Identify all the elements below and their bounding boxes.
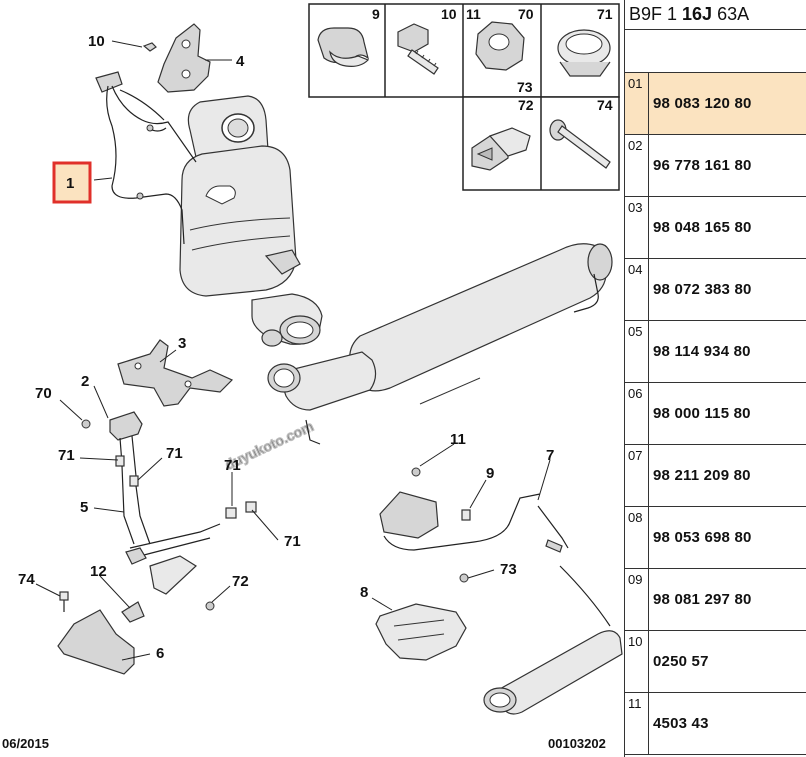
part-reference: 0250 57: [653, 653, 709, 670]
part-reference: 96 778 161 80: [653, 157, 752, 174]
callout-8[interactable]: 8: [360, 584, 368, 601]
inset-label-70: 70: [518, 6, 534, 22]
row-index: 05: [625, 321, 649, 382]
stud-icon: [549, 119, 611, 169]
part-reference: 98 114 934 80: [653, 343, 751, 360]
callout-73[interactable]: 73: [500, 561, 517, 578]
bolt-10-small: [142, 42, 157, 52]
panel-spacer: [625, 30, 806, 73]
selected-callout-1[interactable]: 1: [52, 161, 92, 204]
header-suffix: 63A: [712, 4, 750, 24]
callout-11[interactable]: 11: [450, 431, 466, 448]
particle-filter-assembly: [179, 95, 323, 347]
inset-label-71: 71: [597, 6, 613, 22]
callout-9[interactable]: 9: [486, 465, 494, 482]
callout-10[interactable]: 10: [88, 33, 105, 50]
row-index: 08: [625, 507, 649, 568]
header-prefix: B9F 1: [629, 4, 683, 24]
inset-label-74: 74: [597, 97, 613, 113]
part-reference: 98 048 165 80: [653, 219, 752, 236]
clip-icon: [317, 27, 370, 67]
exploded-parts-diagram: duyukoto.com 9 10 11 70 71 73 72 74: [2, 3, 623, 751]
nut-icon: [475, 21, 525, 71]
leader-lines: [35, 40, 551, 661]
callout-70[interactable]: 70: [35, 385, 52, 402]
part-reference: 98 083 120 80: [653, 95, 752, 112]
inset-label-72: 72: [518, 97, 534, 113]
callout-74[interactable]: 74: [18, 571, 35, 588]
hardware-inset: 9 10 11 70 71 73 72 74: [308, 3, 620, 191]
callout-71-a[interactable]: 71: [58, 447, 75, 464]
callout-71-c[interactable]: 71: [224, 457, 241, 474]
pressure-sensor-pipes: [95, 71, 197, 245]
part-reference: 98 072 383 80: [653, 281, 752, 298]
pressure-sensor-2: [81, 411, 257, 595]
row-index: 01: [625, 73, 649, 134]
row-index: 04: [625, 259, 649, 320]
callout-1[interactable]: 1: [66, 175, 74, 192]
bolt-icon: [397, 23, 439, 75]
callout-4[interactable]: 4: [236, 53, 245, 70]
row-index: 06: [625, 383, 649, 444]
part-reference: 98 053 698 80: [653, 529, 752, 546]
part-reference: 98 211 209 80: [653, 467, 751, 484]
inset-label-9: 9: [372, 6, 380, 22]
muffler-assembly: [267, 243, 613, 445]
row-index: 09: [625, 569, 649, 630]
date-label: 06/2015: [2, 736, 49, 751]
row-index: 10: [625, 631, 649, 692]
callout-3[interactable]: 3: [178, 335, 186, 352]
row-index: 07: [625, 445, 649, 506]
inset-label-73: 73: [517, 79, 533, 95]
row-index: 03: [625, 197, 649, 258]
inset-label-10: 10: [441, 6, 457, 22]
sensor-module-11: [379, 467, 569, 553]
callout-6[interactable]: 6: [156, 645, 164, 662]
part-reference: 98 000 115 80: [653, 405, 751, 422]
bracket-clip-icon: [471, 127, 531, 171]
callout-12[interactable]: 12: [90, 563, 107, 580]
callout-72[interactable]: 72: [232, 573, 249, 590]
clamp-icon: [557, 29, 611, 77]
bracket-6: [57, 591, 215, 675]
part-reference: 98 081 297 80: [653, 591, 752, 608]
inset-label-11: 11: [466, 6, 481, 22]
callout-2[interactable]: 2: [81, 373, 89, 390]
tail-pipe: [483, 565, 623, 715]
bracket-3: [117, 339, 234, 407]
diagram-code: 00103202: [548, 736, 606, 751]
callout-5[interactable]: 5: [80, 499, 88, 516]
panel-header: B9F 1 16J 63A: [625, 0, 806, 30]
row-index: 11: [625, 693, 649, 754]
row-index: 02: [625, 135, 649, 196]
header-bold: 16J: [682, 4, 713, 24]
callout-7[interactable]: 7: [546, 447, 554, 464]
callout-71-d[interactable]: 71: [284, 533, 301, 550]
bracket-4: [157, 23, 211, 93]
heat-shield-8: [375, 573, 469, 661]
part-reference: 4503 43: [653, 715, 709, 732]
callout-71-b[interactable]: 71: [166, 445, 183, 462]
